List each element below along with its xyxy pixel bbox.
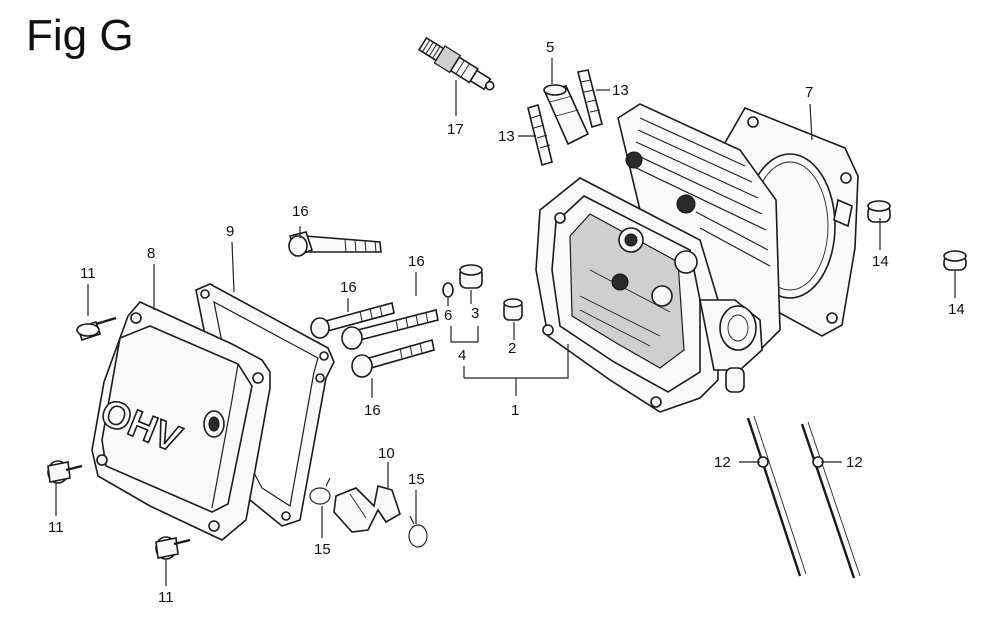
- stud-bolt-upper-left: [527, 103, 553, 167]
- callout-12-right: 12: [846, 454, 863, 471]
- callout-2: 2: [508, 340, 517, 357]
- callout-13-left: 13: [498, 128, 515, 145]
- callout-7: 7: [805, 84, 814, 101]
- callout-9: 9: [226, 223, 235, 240]
- o-ring-6: [442, 282, 454, 298]
- spark-plug: [417, 36, 495, 91]
- bolt-16-lower: [351, 338, 435, 378]
- callout-4: 4: [458, 347, 467, 364]
- callout-5: 5: [546, 39, 555, 56]
- dowel-pin-left: [867, 200, 891, 223]
- hose-clip-left: [309, 477, 331, 505]
- valve-guide-tube: [543, 84, 590, 146]
- callout-14-left: 14: [872, 253, 889, 270]
- callout-17: 17: [447, 121, 464, 138]
- breather-tube: [333, 484, 401, 533]
- cylinder-head: [535, 103, 781, 413]
- callout-11-bottom-left: 11: [48, 519, 64, 536]
- bolt-16-top: [288, 231, 382, 258]
- bolt-16-middle: [310, 302, 395, 339]
- collar-2: [503, 298, 523, 321]
- long-stud-left: [746, 415, 807, 577]
- callout-15-right: 15: [408, 471, 425, 488]
- callout-11-top: 11: [80, 265, 96, 282]
- long-stud-right: [800, 421, 861, 579]
- callout-16-middle: 16: [340, 279, 357, 296]
- hose-clip-right: [408, 515, 428, 548]
- dowel-pin-right: [943, 250, 967, 271]
- callout-12-left: 12: [714, 454, 731, 471]
- flange-bolt-bottom-left: [47, 460, 83, 484]
- callout-16-top: 16: [292, 203, 309, 220]
- callout-10: 10: [378, 445, 395, 462]
- head-cover: OHV: [91, 301, 271, 541]
- callout-16-lower: 16: [364, 402, 381, 419]
- callout-16-right: 16: [408, 253, 425, 270]
- stud-bolt-upper-right: [577, 69, 603, 129]
- flange-bolt-bottom-center: [155, 536, 191, 560]
- callout-6: 6: [444, 307, 453, 324]
- flange-bolt-top-left: [76, 316, 117, 342]
- collar-3: [459, 264, 483, 289]
- leader-lines: [55, 58, 956, 586]
- ohv-logo-text: OHV: [95, 391, 188, 461]
- callout-14-right: 14: [948, 301, 965, 318]
- callout-1: 1: [511, 402, 520, 419]
- callout-3: 3: [471, 305, 480, 322]
- figure-title: Fig G: [26, 11, 134, 60]
- callout-8: 8: [147, 245, 156, 262]
- bolt-16-right: [341, 309, 439, 350]
- callout-15-left: 15: [314, 541, 331, 558]
- callout-13-right: 13: [612, 82, 629, 99]
- callout-11-bottom-center: 11: [158, 589, 174, 606]
